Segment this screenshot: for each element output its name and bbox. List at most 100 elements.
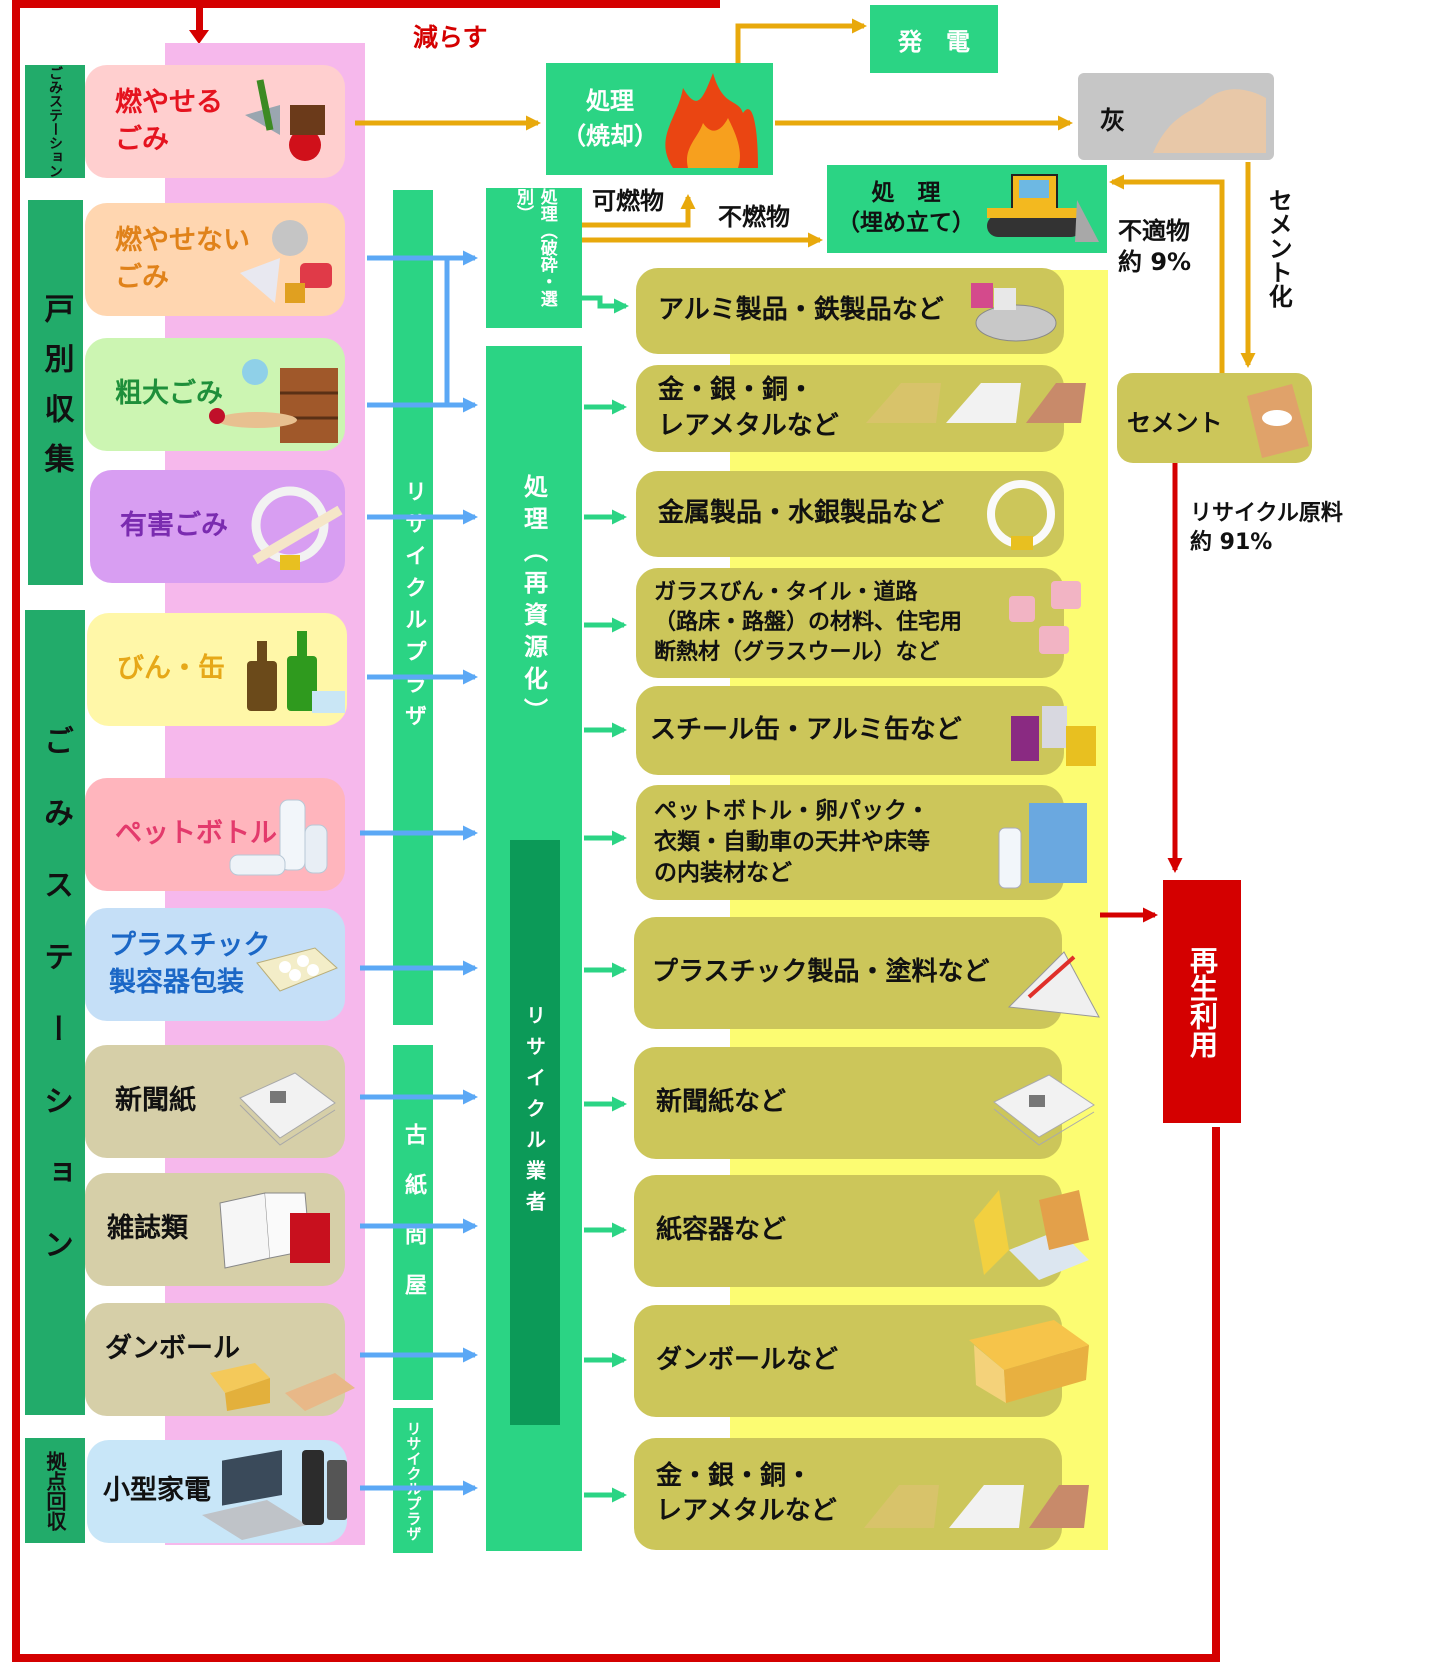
source-nonburnable-label: 燃やせない ごみ bbox=[115, 225, 250, 293]
cans-icon bbox=[1011, 706, 1096, 766]
reuse-box: 再生利用 bbox=[1163, 880, 1241, 1123]
magazine-icon bbox=[219, 1192, 330, 1269]
output-label-1: アルミ製品・鉄製品など bbox=[658, 295, 944, 326]
paper-container-icon bbox=[974, 1190, 1089, 1280]
output-box-8: 新聞紙など bbox=[634, 1047, 1095, 1159]
ash-label: 灰 bbox=[1100, 106, 1126, 135]
tiles-icon bbox=[1009, 581, 1081, 654]
bottles-cans-icon bbox=[247, 631, 345, 713]
newspaper-stack-icon bbox=[993, 1074, 1095, 1146]
recycling-label: 処理（再資源化） bbox=[519, 474, 548, 730]
kyoten-bar: 拠点回収 bbox=[25, 1438, 85, 1543]
power-label: 発 電 bbox=[898, 27, 970, 56]
recycle-plaza-bar: リサイクルプラザ bbox=[393, 190, 433, 1025]
output-label-2: 金・銀・銅・ レアメタルなど bbox=[658, 375, 839, 441]
source-bottles-cans: びん・缶 bbox=[87, 613, 347, 726]
crush-sort-box: 処理（破砕・選別） bbox=[486, 188, 582, 328]
pet-clothes-icon bbox=[998, 803, 1087, 889]
output-label-11: 金・銀・銅・ レアメタルなど bbox=[656, 1460, 837, 1526]
door-to-door-label: 戸別収集 bbox=[38, 292, 74, 493]
loop-line-down bbox=[196, 0, 203, 32]
kyoten-label: 拠点回収 bbox=[43, 1450, 67, 1531]
ingots-icon bbox=[864, 1485, 1089, 1528]
pan-cans-icon bbox=[971, 283, 1057, 342]
output-box-10: ダンボールなど bbox=[634, 1305, 1089, 1417]
source-cardboard-label: ダンボール bbox=[105, 1333, 240, 1364]
ingots-icon bbox=[866, 383, 1086, 423]
cardboard-icon bbox=[210, 1363, 355, 1411]
source-magazine-label: 雑誌類 bbox=[107, 1213, 188, 1245]
bulldozer-icon bbox=[987, 174, 1099, 242]
output-label-4: ガラスびん・タイル・道路 （路床・路盤）の材料、住宅用 断熱材（グラスウール）な… bbox=[654, 580, 963, 665]
station-bar-top: ごみステーション bbox=[25, 65, 85, 178]
lamp-ring-icon bbox=[987, 480, 1055, 550]
combustible-label: 可燃物 bbox=[592, 187, 664, 215]
source-burnable-label: 燃やせる ごみ bbox=[115, 87, 223, 155]
recycle-plaza-label: リサイクルプラザ bbox=[401, 479, 426, 736]
loop-line-top bbox=[12, 0, 720, 8]
cardboard-box-icon bbox=[969, 1320, 1089, 1403]
door-to-door-bar: 戸別収集 bbox=[28, 200, 83, 585]
loop-line-left bbox=[12, 0, 20, 1662]
source-newspaper: 新聞紙 bbox=[85, 1045, 345, 1158]
laptop-phone-icon bbox=[202, 1450, 347, 1540]
incineration-label: 処理 （焼却） bbox=[562, 87, 658, 150]
source-bulky-label: 粗大ごみ bbox=[115, 378, 223, 410]
output-label-8: 新聞紙など bbox=[656, 1087, 787, 1118]
newspaper-icon bbox=[239, 1072, 336, 1146]
orange-arrows bbox=[355, 18, 1256, 373]
output-box-4: ガラスびん・タイル・道路 （路床・路盤）の材料、住宅用 断熱材（グラスウール）な… bbox=[636, 568, 1081, 678]
blue-arrows bbox=[360, 250, 478, 1496]
station-short-label: ごみステーション bbox=[47, 65, 63, 178]
loop-arrow-head bbox=[189, 30, 209, 44]
incineration-box: 処理 （焼却） bbox=[546, 63, 773, 175]
ash-pile-icon bbox=[1153, 89, 1266, 153]
output-label-3: 金属製品・水銀製品など bbox=[658, 498, 945, 529]
recycle-material-label: リサイクル原料 約 91% bbox=[1190, 501, 1343, 555]
output-box-2: 金・銀・銅・ レアメタルなど bbox=[636, 365, 1086, 452]
output-box-6: ペットボトル・卵パック・ 衣類・自動車の天井や床等 の内装材など bbox=[636, 785, 1087, 900]
loop-line-right bbox=[1212, 1127, 1220, 1662]
recycle-vendor-bar: リサイクル業者 bbox=[510, 840, 560, 1425]
loop-line-bottom bbox=[12, 1654, 1220, 1662]
cementation-label: セメント化 bbox=[1264, 188, 1293, 308]
recycle-plaza-small-bar: リサイクルプラザ bbox=[393, 1408, 433, 1553]
koshi-donya-bar: 古紙問屋 bbox=[393, 1045, 433, 1400]
output-box-5: スチール缶・アルミ缶など bbox=[636, 686, 1096, 775]
source-bulky: 粗大ごみ bbox=[85, 338, 345, 451]
koshi-donya-label: 古紙問屋 bbox=[401, 1122, 426, 1323]
food-waste-icon bbox=[245, 79, 325, 161]
output-box-1: アルミ製品・鉄製品など bbox=[636, 268, 1064, 354]
recycle-vendor-label: リサイクル業者 bbox=[522, 1005, 547, 1222]
source-plastic: プラスチック 製容器包装 bbox=[85, 908, 345, 1021]
source-nonburnable: 燃やせない ごみ bbox=[85, 203, 345, 316]
reduce-label: 減らす bbox=[413, 23, 488, 52]
nonburnable-items-icon bbox=[240, 220, 332, 303]
output-label-5: スチール缶・アルミ缶など bbox=[650, 714, 962, 745]
output-label-7: プラスチック製品・塗料など bbox=[652, 957, 990, 988]
recycle-plaza-small-label: リサイクルプラザ bbox=[404, 1420, 423, 1541]
source-small-appliance: 小型家電 bbox=[87, 1440, 347, 1543]
source-magazine: 雑誌類 bbox=[85, 1173, 345, 1286]
source-cardboard: ダンボール bbox=[85, 1303, 355, 1416]
pet-bottle-icon bbox=[229, 799, 328, 876]
source-pet-label: ペットボトル bbox=[115, 818, 277, 850]
cement-bag-icon bbox=[1247, 384, 1309, 458]
green-arrows bbox=[582, 295, 629, 1503]
output-label-10: ダンボールなど bbox=[656, 1345, 839, 1376]
unsuitable-label: 不適物 約 9% bbox=[1118, 217, 1192, 277]
gomi-station-bar: ごみステーション bbox=[25, 610, 85, 1415]
power-box: 発 電 bbox=[870, 5, 998, 73]
output-box-7: プラスチック製品・塗料など bbox=[634, 917, 1100, 1029]
cement-box: セメント bbox=[1117, 373, 1312, 463]
source-hazardous: 有害ごみ bbox=[90, 470, 345, 583]
furniture-icon bbox=[209, 359, 338, 443]
plastic-ruler-icon bbox=[1007, 951, 1100, 1018]
ash-box: 灰 bbox=[1078, 73, 1274, 160]
crush-sort-label: 処理（破砕・選別） bbox=[513, 188, 557, 307]
source-burnable: 燃やせる ごみ bbox=[85, 65, 345, 178]
output-label-6: ペットボトル・卵パック・ 衣類・自動車の天井や床等 の内装材など bbox=[654, 797, 930, 887]
gomi-station-label: ごみステーション bbox=[38, 724, 73, 1301]
source-bottles-cans-label: びん・缶 bbox=[117, 653, 225, 685]
reuse-label: 再生利用 bbox=[1186, 945, 1219, 1058]
